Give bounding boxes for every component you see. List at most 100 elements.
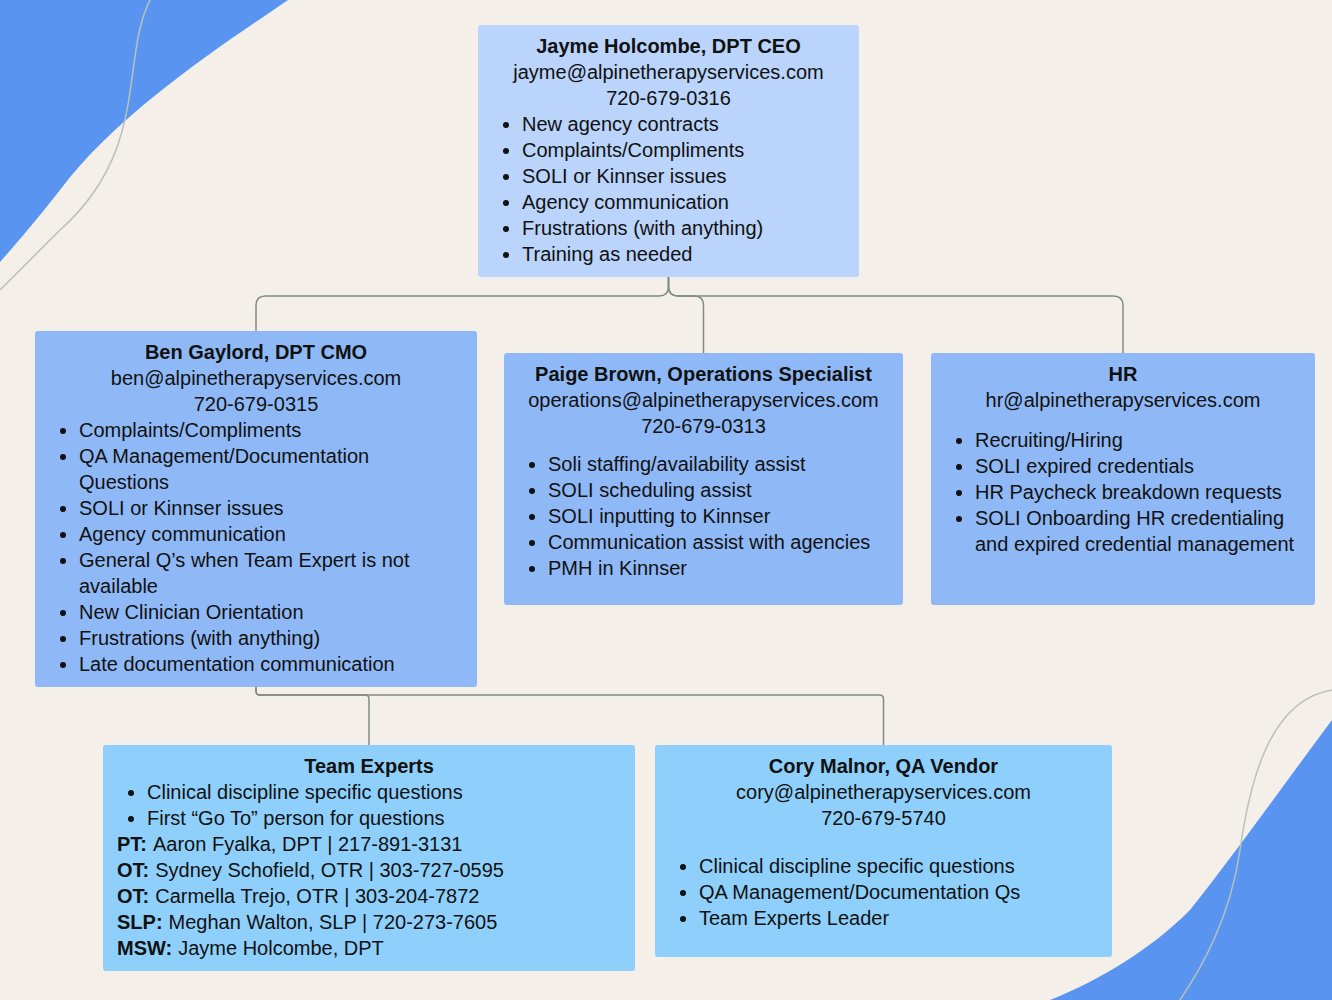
cmo-box: Ben Gaylord, DPT CMOben@alpinetherapyser… (35, 331, 477, 687)
expert-row: PT: Aaron Fyalka, DPT | 217-891-3131 (117, 831, 621, 857)
decor-curve (1180, 690, 1332, 1000)
bullet-text: Clinical discipline specific questions (699, 855, 1015, 877)
bullet-list: New agency contractsComplaints/Complimen… (492, 111, 845, 267)
contact-line: 720-679-5740 (669, 805, 1098, 831)
bullet-text: New agency contracts (522, 113, 719, 135)
expert-row: MSW: Jayme Holcombe, DPT (117, 935, 621, 961)
bullet-text: SOLI or Kinnser issues (522, 165, 727, 187)
bullet-item: SOLI expired credentials (975, 453, 1301, 479)
bullet-text: Team Experts Leader (699, 907, 889, 929)
bullet-item: Clinical discipline specific questions (699, 853, 1098, 879)
expert-contact: Sydney Schofield, OTR | 303-727-0595 (155, 859, 504, 881)
expert-contact: Aaron Fyalka, DPT | 217-891-3131 (153, 833, 462, 855)
bullet-item: Frustrations (with anything) (79, 625, 463, 651)
bullet-item: Late documentation communication (79, 651, 463, 677)
bullet-text: SOLI expired credentials (975, 455, 1194, 477)
bullet-item: SOLI or Kinnser issues (522, 163, 845, 189)
bullet-list: Clinical discipline specific questionsQA… (669, 853, 1098, 931)
bullet-item: Complaints/Compliments (79, 417, 463, 443)
expert-row: SLP: Meghan Walton, SLP | 720-273-7605 (117, 909, 621, 935)
bullet-item: Team Experts Leader (699, 905, 1098, 931)
contact-line: 720-679-0313 (518, 413, 889, 439)
hr-box: HRhr@alpinetherapyservices.comRecruiting… (931, 353, 1315, 605)
qa-vendor-box: Cory Malnor, QA Vendorcory@alpinetherapy… (655, 745, 1112, 957)
bullet-item: Clinical discipline specific questions (147, 779, 621, 805)
corner-blob (0, 0, 288, 262)
operations-box: Paige Brown, Operations Specialistoperat… (504, 353, 903, 605)
bullet-item: SOLI inputting to Kinnser (548, 503, 889, 529)
bullet-text: QA Management/Documentation Qs (699, 881, 1020, 903)
bullet-text: Clinical discipline specific questions (147, 781, 463, 803)
bullet-item: Training as needed (522, 241, 845, 267)
org-connector (256, 687, 884, 745)
bullet-item: PMH in Kinnser (548, 555, 889, 581)
bullet-text: HR Paycheck breakdown requests (975, 481, 1282, 503)
discipline-code: OT: (117, 859, 149, 881)
bullet-item: Communication assist with agencies (548, 529, 889, 555)
bullet-item: Soli staffing/availability assist (548, 451, 889, 477)
expert-contact: Jayme Holcombe, DPT (178, 937, 384, 959)
bullet-item: New agency contracts (522, 111, 845, 137)
bullet-item: HR Paycheck breakdown requests (975, 479, 1301, 505)
org-connector (256, 277, 669, 331)
expert-contact: Meghan Walton, SLP | 720-273-7605 (169, 911, 498, 933)
bullet-item: Agency communication (522, 189, 845, 215)
box-heading: Team Experts (117, 753, 621, 779)
bullet-text: Recruiting/Hiring (975, 429, 1123, 451)
box-heading: HR (945, 361, 1301, 387)
discipline-code: PT: (117, 833, 147, 855)
bullet-item: SOLI or Kinnser issues (79, 495, 463, 521)
bullet-text: First “Go To” person for questions (147, 807, 445, 829)
bullet-item: QA Management/Documentation Questions (79, 443, 463, 495)
bullet-list: Soli staffing/availability assistSOLI sc… (518, 451, 889, 581)
box-heading: Cory Malnor, QA Vendor (669, 753, 1098, 779)
ceo-box: Jayme Holcombe, DPT CEOjayme@alpinethera… (478, 25, 859, 277)
bullet-item: Agency communication (79, 521, 463, 547)
bullet-text: Frustrations (with anything) (79, 627, 320, 649)
box-heading: Jayme Holcombe, DPT CEO (492, 33, 845, 59)
bullet-item: SOLI scheduling assist (548, 477, 889, 503)
bullet-list: Complaints/ComplimentsQA Management/Docu… (49, 417, 463, 677)
bullet-text: SOLI scheduling assist (548, 479, 751, 501)
box-heading: Ben Gaylord, DPT CMO (49, 339, 463, 365)
bullet-text: SOLI inputting to Kinnser (548, 505, 770, 527)
bullet-text: SOLI or Kinnser issues (79, 497, 284, 519)
discipline-code: SLP: (117, 911, 163, 933)
bullet-text: Communication assist with agencies (548, 531, 870, 553)
contact-line: operations@alpinetherapyservices.com (518, 387, 889, 413)
contact-line: cory@alpinetherapyservices.com (669, 779, 1098, 805)
bullet-text: Late documentation communication (79, 653, 395, 675)
bullet-list: Clinical discipline specific questionsFi… (117, 779, 621, 831)
bullet-text: Agency communication (79, 523, 286, 545)
bullet-text: Training as needed (522, 243, 693, 265)
contact-line: ben@alpinetherapyservices.com (49, 365, 463, 391)
bullet-text: Complaints/Compliments (79, 419, 301, 441)
contact-line: 720-679-0315 (49, 391, 463, 417)
bullet-text: Complaints/Compliments (522, 139, 744, 161)
org-connector (669, 277, 1124, 353)
bullet-text: Agency communication (522, 191, 729, 213)
box-heading: Paige Brown, Operations Specialist (518, 361, 889, 387)
bullet-item: SOLI Onboarding HR credentialing and exp… (975, 505, 1301, 557)
discipline-code: MSW: (117, 937, 172, 959)
bullet-item: New Clinician Orientation (79, 599, 463, 625)
bullet-item: Complaints/Compliments (522, 137, 845, 163)
bullet-item: First “Go To” person for questions (147, 805, 621, 831)
bullet-list: Recruiting/HiringSOLI expired credential… (945, 427, 1301, 557)
bullet-item: QA Management/Documentation Qs (699, 879, 1098, 905)
org-connector (669, 277, 704, 353)
bullet-item: General Q’s when Team Expert is not avai… (79, 547, 463, 599)
discipline-code: OT: (117, 885, 149, 907)
expert-row: OT:Carmella Trejo, OTR | 303-204-7872 (117, 883, 621, 909)
bullet-text: Soli staffing/availability assist (548, 453, 806, 475)
bullet-text: General Q’s when Team Expert is not avai… (79, 549, 410, 597)
expert-row: OT: Sydney Schofield, OTR | 303-727-0595 (117, 857, 621, 883)
bullet-item: Recruiting/Hiring (975, 427, 1301, 453)
contact-line: 720-679-0316 (492, 85, 845, 111)
bullet-text: Frustrations (with anything) (522, 217, 763, 239)
contact-line: hr@alpinetherapyservices.com (945, 387, 1301, 413)
bullet-item: Frustrations (with anything) (522, 215, 845, 241)
bullet-text: SOLI Onboarding HR credentialing and exp… (975, 507, 1294, 555)
contact-line: jayme@alpinetherapyservices.com (492, 59, 845, 85)
